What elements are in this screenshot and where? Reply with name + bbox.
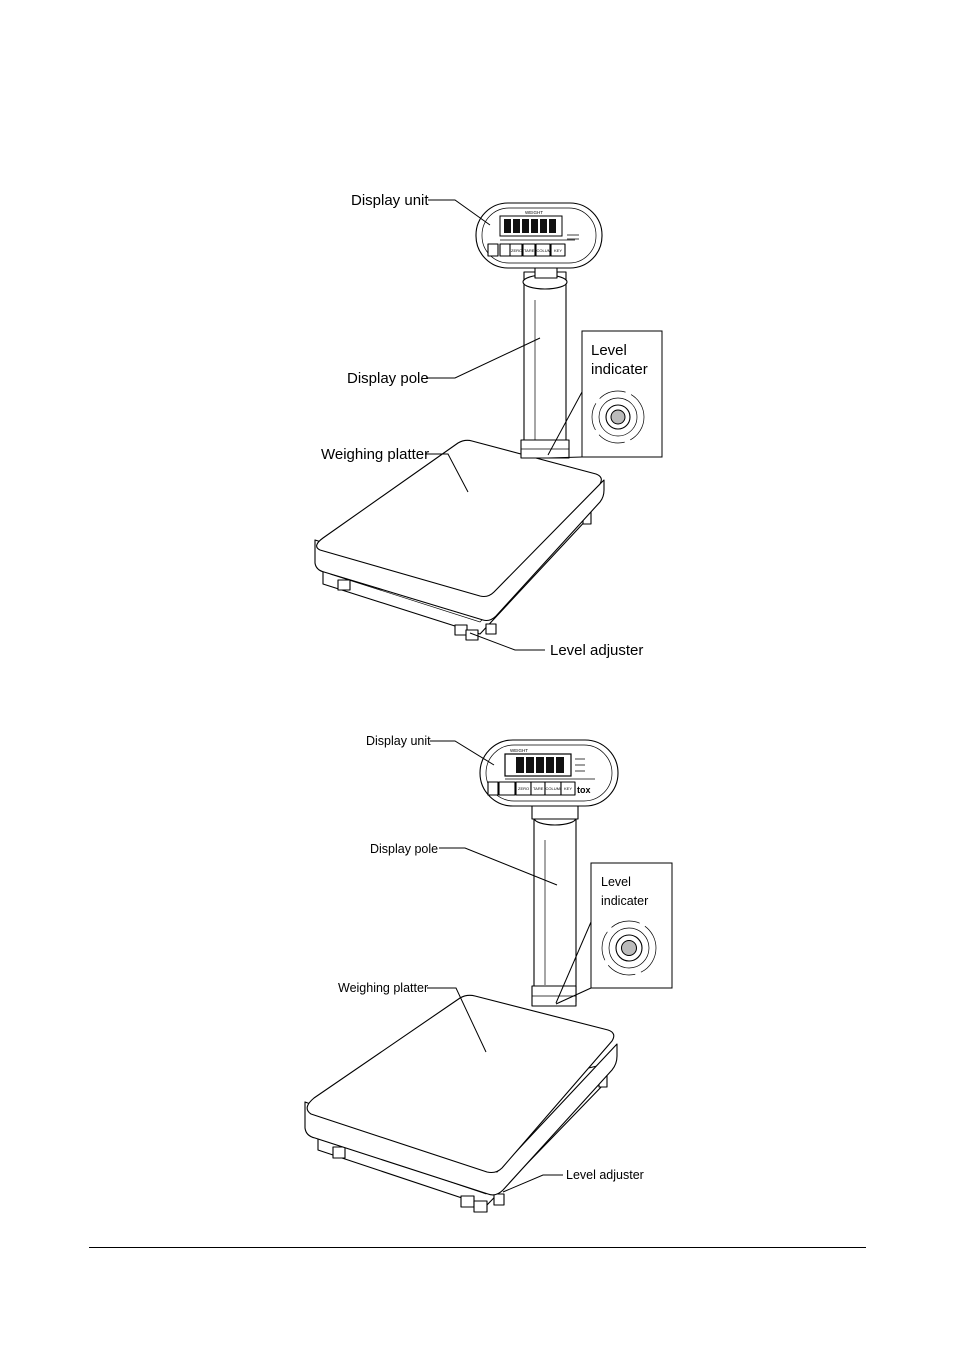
svg-text:ZERO: ZERO — [518, 786, 529, 791]
display-unit-label-1: Display unit — [351, 192, 429, 209]
svg-text:KEY: KEY — [564, 786, 572, 791]
svg-text:TARE: TARE — [524, 248, 535, 253]
level-indicater-label-1b: indicater — [591, 361, 648, 378]
display-pole-label-1: Display pole — [347, 370, 429, 387]
panel-header-1: WEIGHT — [525, 210, 543, 215]
weighing-scale-base-1 — [315, 440, 604, 640]
digit-display-2 — [516, 757, 564, 773]
level-adjuster-label-2: Level adjuster — [566, 1168, 644, 1182]
footer-rule — [89, 1247, 866, 1248]
level-indicater-label-2b: indicater — [601, 894, 648, 908]
brand-logo-2: tox — [577, 785, 591, 795]
figure-2: WEIGHT ZERO TARE COLUMN KEY — [305, 734, 672, 1212]
figure-1: WEIGHT ZERO TARE COLUMN K — [315, 192, 662, 659]
display-pole-2 — [532, 803, 578, 1006]
display-unit-1: WEIGHT ZERO TARE COLUMN K — [476, 203, 602, 278]
level-indicater-label-1: Level — [591, 342, 627, 359]
display-unit-2: WEIGHT ZERO TARE COLUMN KEY — [480, 740, 618, 806]
keypad-1: ZERO TARE COLUMN KEY — [488, 244, 565, 256]
display-pole-label-2: Display pole — [370, 842, 438, 856]
panel-header-2: WEIGHT — [510, 748, 528, 753]
keypad-2: ZERO TARE COLUMN KEY — [488, 782, 575, 795]
svg-text:COLUMN: COLUMN — [546, 786, 563, 791]
weighing-platter-label-2: Weighing platter — [338, 981, 428, 995]
level-indicater-label-2: Level — [601, 875, 631, 889]
display-unit-label-2: Display unit — [366, 734, 431, 748]
svg-text:ZERO: ZERO — [511, 248, 522, 253]
level-adjuster-label-1: Level adjuster — [550, 642, 643, 659]
svg-text:TARE: TARE — [533, 786, 544, 791]
svg-text:KEY: KEY — [554, 248, 562, 253]
weighing-platter-label-1: Weighing platter — [321, 446, 429, 463]
